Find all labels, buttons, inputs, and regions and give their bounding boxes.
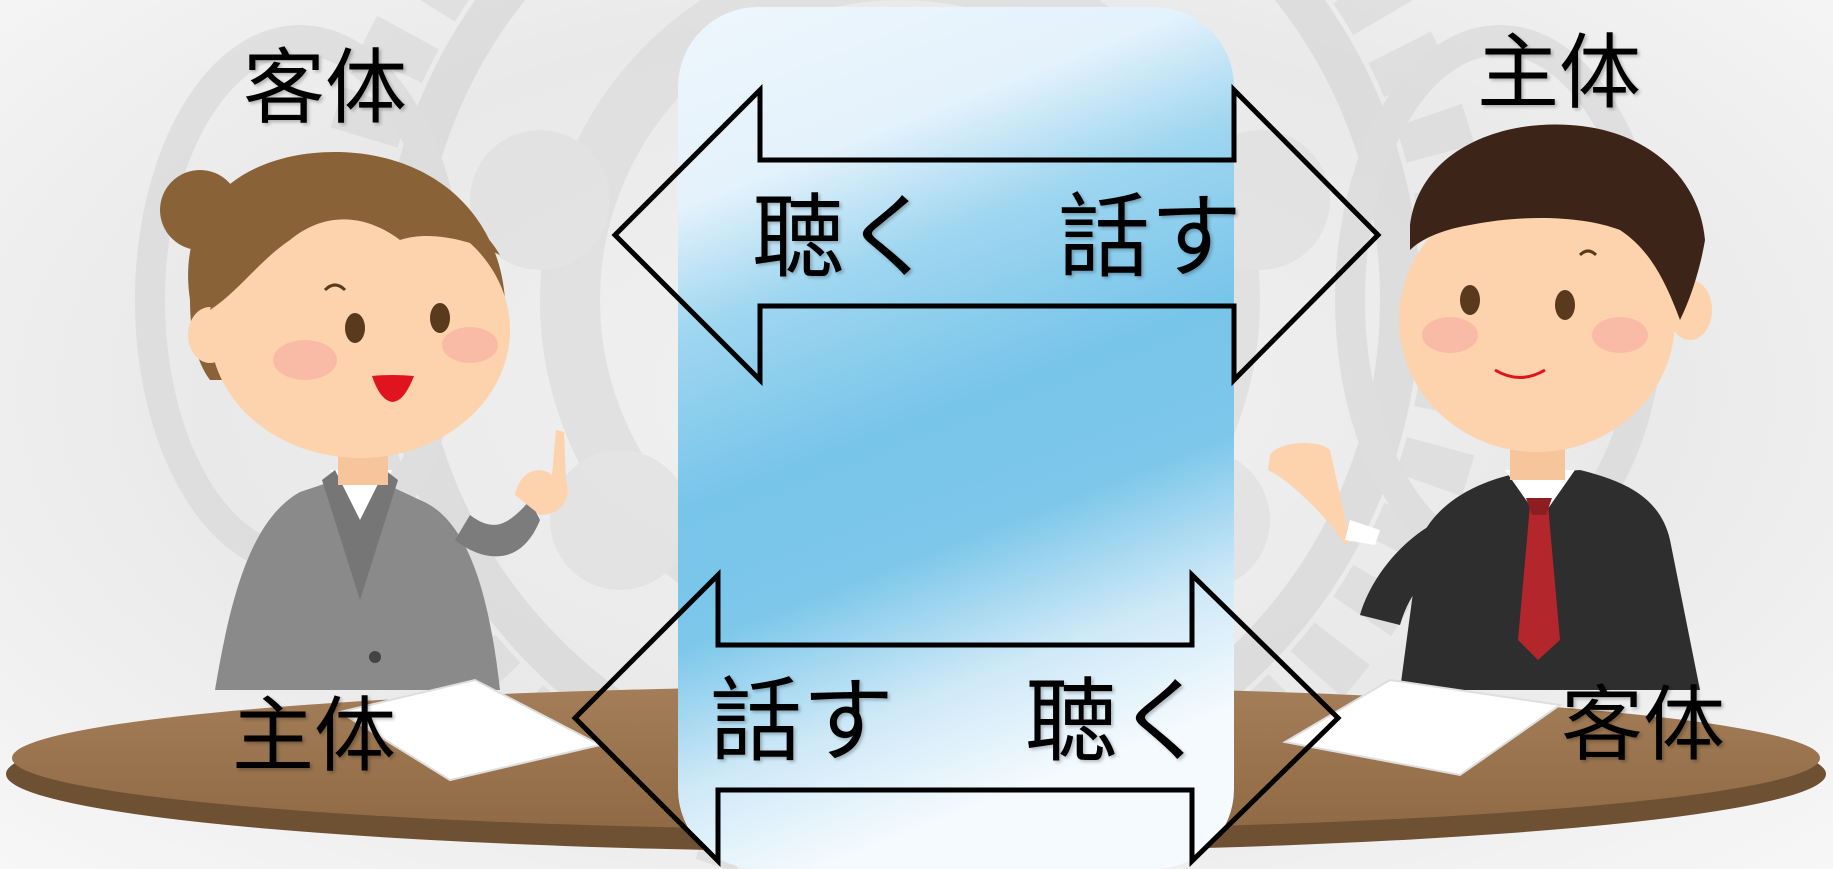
woman-illustration: [160, 151, 568, 690]
bottom-arrow-left-verb: 話す: [710, 668, 895, 775]
man-illustration: [1268, 124, 1712, 690]
right-top-role-label: 主体: [1477, 26, 1642, 121]
bottom-arrow-right-verb: 聴く: [1025, 668, 1210, 775]
top-arrow-left-verb: 聴く: [752, 184, 937, 291]
left-bottom-role-label: 主体: [232, 689, 397, 784]
center-panel: [678, 7, 1234, 869]
top-arrow-right-verb: 話す: [1058, 184, 1243, 291]
papers-right: [1282, 678, 1563, 777]
top-double-arrow: [611, 83, 1382, 387]
left-top-role-label: 客体: [243, 41, 408, 136]
right-bottom-role-label: 客体: [1561, 678, 1726, 773]
bottom-double-arrow: [571, 568, 1342, 868]
